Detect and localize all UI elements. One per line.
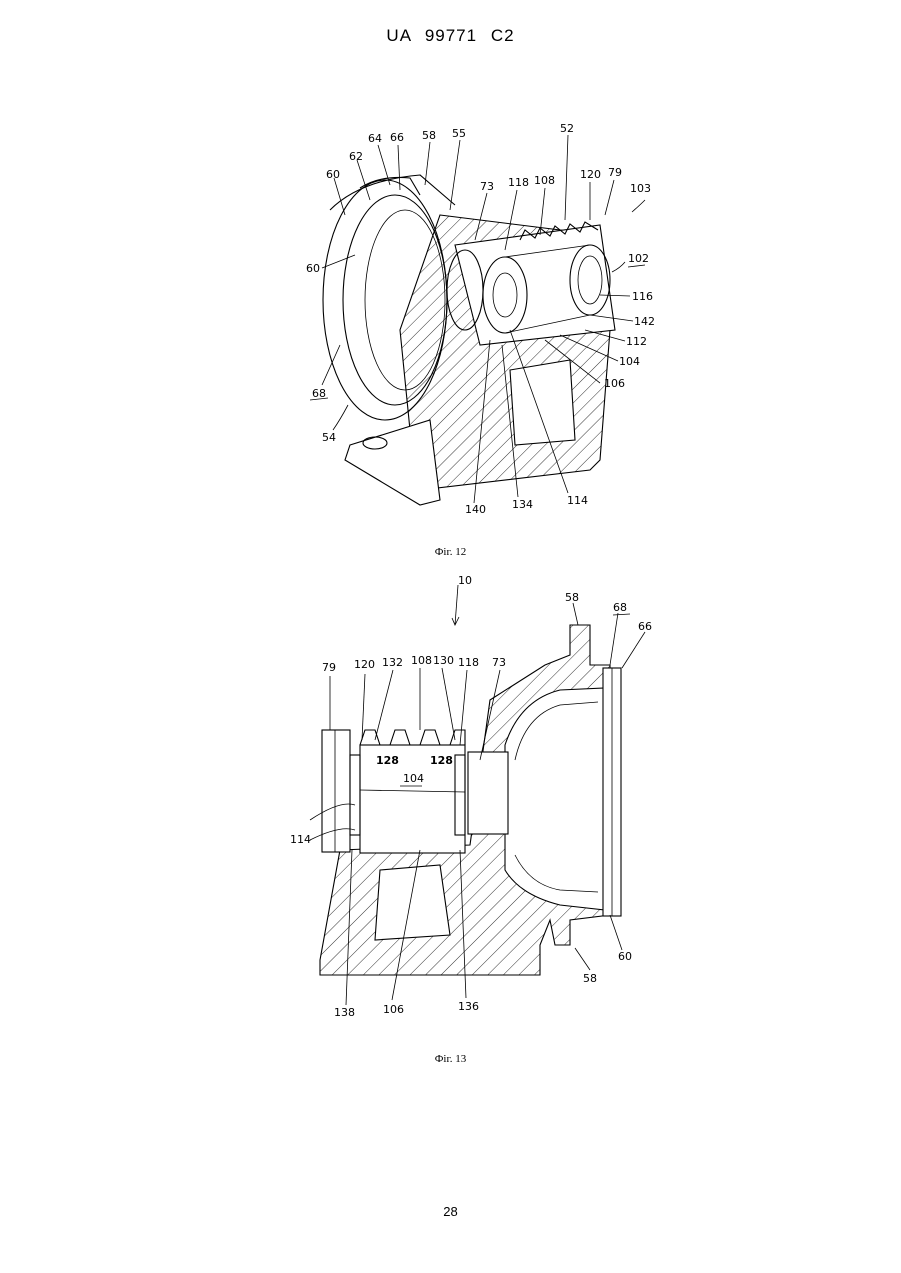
fig13-label: 58: [565, 591, 579, 604]
page-number: 28: [0, 1204, 901, 1219]
fig13-label: 114: [290, 833, 311, 846]
fig13-label: 128: [430, 754, 453, 767]
fig13-label: 138: [334, 1006, 355, 1019]
fig13-label-underline: [613, 614, 630, 615]
fig13-label: 73: [492, 656, 506, 669]
fig13-label: 68: [613, 601, 627, 614]
fig13-label: 120: [354, 658, 375, 671]
figure-13-caption: Фіг. 13: [0, 1053, 901, 1065]
fig13-label: 58: [583, 972, 597, 985]
fig13-label: 104: [403, 772, 424, 785]
fig13-label: 106: [383, 1003, 404, 1016]
fig13-label: 60: [618, 950, 632, 963]
fig13-label: 130: [433, 654, 454, 667]
fig13-label: 79: [322, 661, 336, 674]
fig13-label: 132: [382, 656, 403, 669]
fig13-label: 108: [411, 654, 432, 667]
fig13-label: 136: [458, 1000, 479, 1013]
fig13-label: 128: [376, 754, 399, 767]
fig13-label: 118: [458, 656, 479, 669]
fig13-label: 10: [458, 574, 472, 587]
fig13-label: 66: [638, 620, 652, 633]
